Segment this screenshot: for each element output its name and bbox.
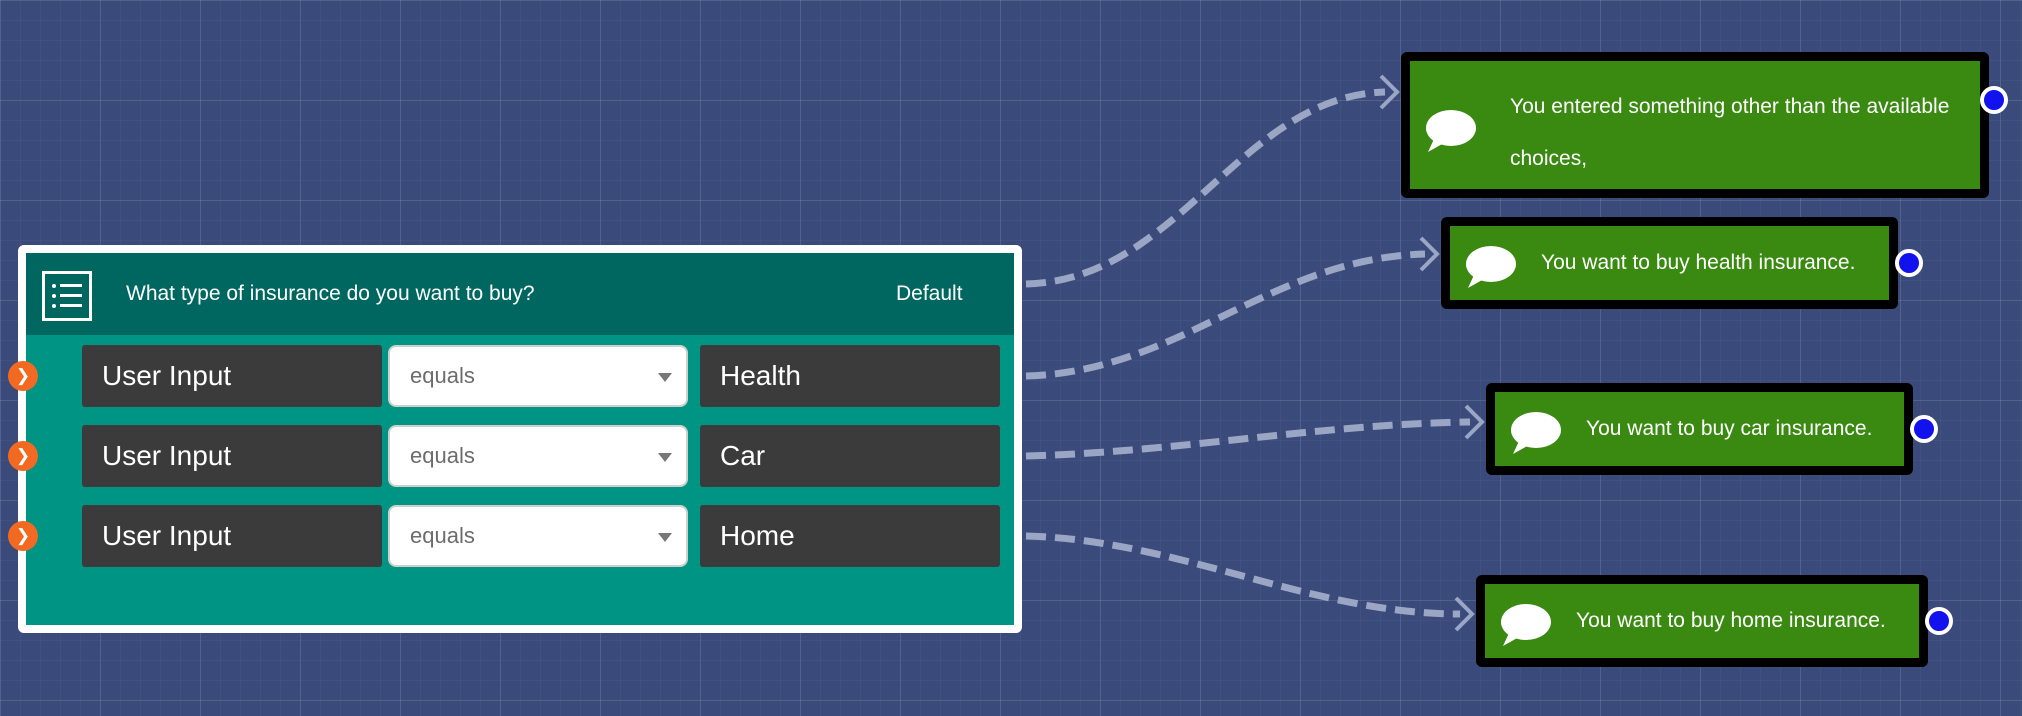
connector-health [1025, 250, 1426, 380]
condition-row: ❯ User Input equals Home [8, 505, 1014, 567]
message-text: You want to buy health insurance. [1541, 251, 1856, 274]
chevron-down-icon [658, 453, 672, 462]
speech-bubble-icon [1511, 412, 1561, 454]
row-port-arrow-icon[interactable]: ❯ [8, 441, 38, 471]
input-field[interactable]: User Input [82, 345, 382, 407]
condition-node-header: What type of insurance do you want to bu… [26, 253, 1014, 335]
operator-select[interactable]: equals [388, 425, 688, 487]
condition-node[interactable]: What type of insurance do you want to bu… [8, 245, 1022, 633]
value-field[interactable]: Home [700, 505, 1000, 567]
chevron-down-icon [658, 373, 672, 382]
row-port-arrow-icon[interactable]: ❯ [8, 521, 38, 551]
default-label: Default [896, 282, 963, 305]
message-text: You want to buy home insurance. [1576, 609, 1886, 632]
operator-value: equals [410, 443, 475, 468]
input-field[interactable]: User Input [82, 425, 382, 487]
chevron-down-icon [658, 533, 672, 542]
message-node-home[interactable]: You want to buy home insurance. [1476, 575, 1953, 667]
row-port-arrow-icon[interactable]: ❯ [8, 361, 38, 391]
message-text: You want to buy car insurance. [1586, 417, 1873, 440]
list-icon [42, 271, 92, 321]
operator-value: equals [410, 523, 475, 548]
message-node-default[interactable]: You entered something other than the ava… [1401, 52, 2008, 198]
output-port[interactable] [1925, 607, 1953, 635]
connector-default-arrow [1379, 74, 1400, 110]
connector-car [1025, 418, 1471, 460]
connector-home [1025, 532, 1461, 618]
value-field[interactable]: Health [700, 345, 1000, 407]
output-port[interactable] [1895, 249, 1923, 277]
operator-select[interactable]: equals [388, 505, 688, 567]
connector-car-arrow [1464, 404, 1485, 440]
speech-bubble-icon [1426, 110, 1476, 152]
connector-default [1025, 88, 1386, 288]
connector-health-arrow [1419, 236, 1440, 272]
connector-home-arrow [1454, 596, 1475, 632]
speech-bubble-icon [1501, 604, 1551, 646]
input-field[interactable]: User Input [82, 505, 382, 567]
message-node-health[interactable]: You want to buy health insurance. [1441, 217, 1923, 309]
speech-bubble-icon [1466, 246, 1516, 288]
operator-select[interactable]: equals [388, 345, 688, 407]
output-port[interactable] [1980, 86, 2008, 114]
message-text: You entered something other than the ava… [1510, 95, 1950, 170]
value-field[interactable]: Car [700, 425, 1000, 487]
condition-node-title: What type of insurance do you want to bu… [126, 282, 535, 305]
condition-row: ❯ User Input equals Health [8, 345, 1014, 407]
message-node-car[interactable]: You want to buy car insurance. [1486, 383, 1938, 475]
output-port[interactable] [1910, 415, 1938, 443]
operator-value: equals [410, 363, 475, 388]
condition-row: ❯ User Input equals Car [8, 425, 1014, 487]
